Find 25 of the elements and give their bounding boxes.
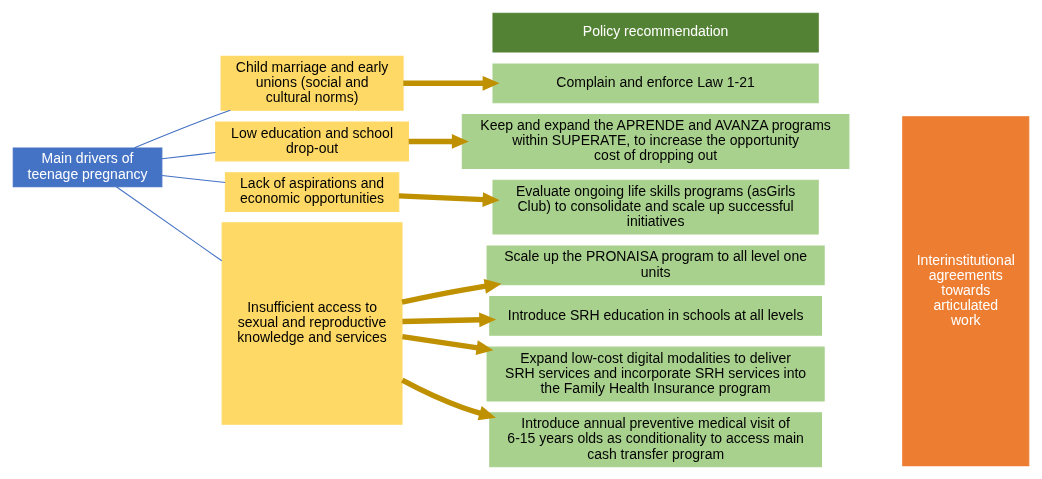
arrow <box>402 333 494 355</box>
node-box: Policy recommendation <box>492 12 819 53</box>
arrow <box>401 377 496 420</box>
connector <box>161 151 216 159</box>
connector <box>134 109 231 148</box>
node-box: Child marriage and early unions (social and cultural norms) <box>220 55 404 111</box>
connector <box>161 174 226 183</box>
arrow <box>398 191 500 207</box>
arrow <box>402 311 497 327</box>
node-box: Expand low-cost digital modalities to deliver SRH services and incorporate SRH services into the Family Health Insurance program <box>486 346 825 402</box>
node-box: Interinstitutional agreements towards articulated work <box>902 115 1030 466</box>
connector <box>115 185 223 261</box>
node-box: Low education and school drop-out <box>215 121 409 161</box>
arrow <box>408 133 469 149</box>
node-box: Introduce annual preventive medical visit of 6-15 years olds as conditionality to access main cash transfer program <box>489 411 822 467</box>
node-box: Evaluate ongoing life skills programs (asGirls Club) to consolidate and scale up successful initiatives <box>492 179 819 235</box>
node-box: Main drivers of teenage pregnancy <box>12 146 163 187</box>
node-box: Keep and expand the APRENDE and AVANZA programs within SUPERATE, to increase the opportunity cost of dropping out <box>461 113 850 169</box>
node-box: Insufficient access to sexual and reproductive knowledge and services <box>221 221 403 425</box>
node-box: Scale up the PRONAISA program to all level one units <box>486 244 825 285</box>
node-box: Complain and enforce Law 1-21 <box>492 62 819 103</box>
arrow <box>401 278 502 305</box>
node-box: Introduce SRH education in schools at all levels <box>489 295 822 336</box>
node-box: Lack of aspirations and economic opportunities <box>224 171 400 212</box>
arrow <box>403 75 500 91</box>
